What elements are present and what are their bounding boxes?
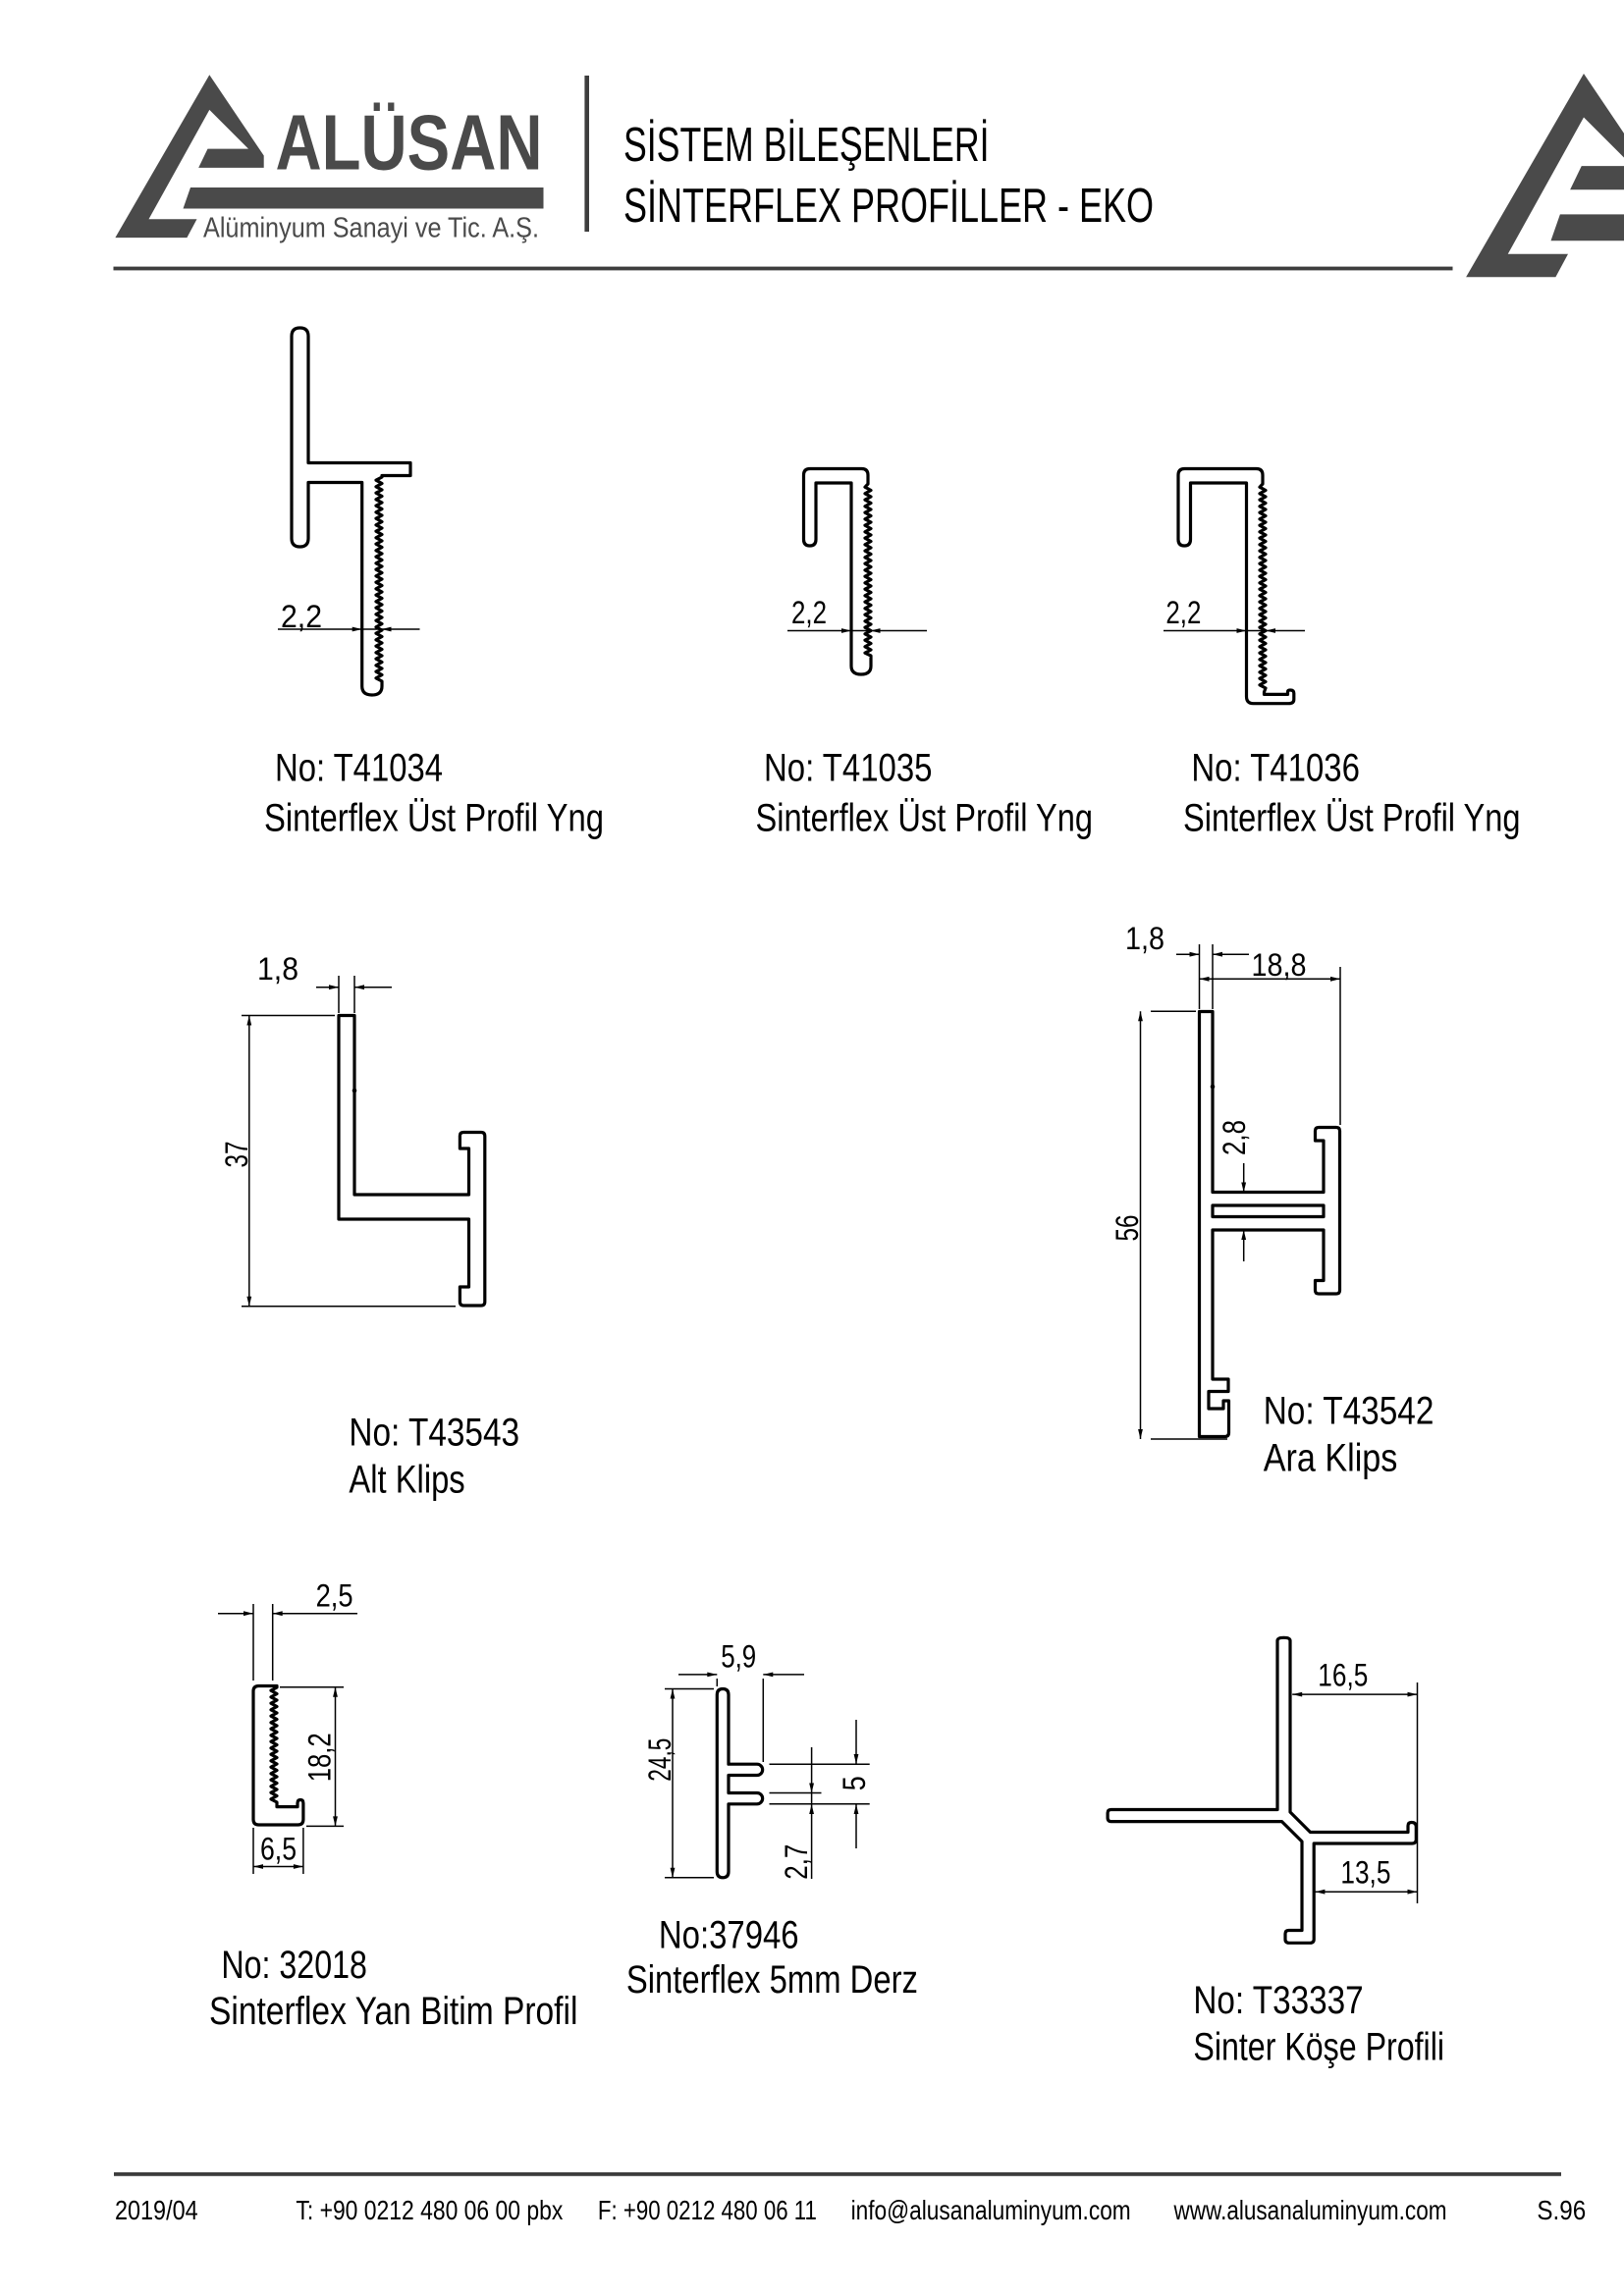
svg-text:5: 5 <box>837 1776 872 1790</box>
svg-text:No: T43542: No: T43542 <box>1264 1389 1435 1432</box>
svg-text:2,7: 2,7 <box>779 1844 814 1880</box>
svg-text:18,8: 18,8 <box>1252 947 1307 983</box>
svg-text:2,2: 2,2 <box>281 599 322 634</box>
svg-text:No: T41035: No: T41035 <box>764 747 933 790</box>
svg-text:1,8: 1,8 <box>257 951 298 987</box>
svg-text:F: +90 0212 480 06 11: F: +90 0212 480 06 11 <box>598 2195 817 2225</box>
svg-text:5,9: 5,9 <box>721 1639 756 1675</box>
svg-text:6,5: 6,5 <box>260 1831 297 1866</box>
svg-text:2,2: 2,2 <box>1165 595 1201 630</box>
svg-text:2,8: 2,8 <box>1217 1120 1252 1155</box>
svg-text:16,5: 16,5 <box>1318 1657 1368 1692</box>
svg-text:Sinter Köşe Profili: Sinter Köşe Profili <box>1193 2026 1444 2069</box>
svg-text:13,5: 13,5 <box>1340 1855 1390 1891</box>
svg-text:Alüminyum Sanayi ve Tic. A.Ş.: Alüminyum Sanayi ve Tic. A.Ş. <box>203 213 539 244</box>
svg-text:No: T43543: No: T43543 <box>349 1412 519 1455</box>
svg-text:Alt Klips: Alt Klips <box>349 1459 464 1502</box>
svg-text:ALÜSAN: ALÜSAN <box>276 99 543 187</box>
svg-text:No: T33337: No: T33337 <box>1193 1979 1363 2022</box>
svg-text:2019/04: 2019/04 <box>115 2195 198 2225</box>
svg-text:1,8: 1,8 <box>1125 921 1164 956</box>
svg-text:No: T41036: No: T41036 <box>1191 747 1360 790</box>
svg-text:Sinterflex Üst Profil Yng: Sinterflex Üst Profil Yng <box>756 797 1094 840</box>
svg-text:Sinterflex Yan Bitim Profil: Sinterflex Yan Bitim Profil <box>209 1990 577 2033</box>
svg-text:Sinterflex Üst Profil Yng: Sinterflex Üst Profil Yng <box>1183 797 1521 840</box>
svg-text:www.alusanaluminyum.com: www.alusanaluminyum.com <box>1173 2195 1447 2225</box>
svg-text:18,2: 18,2 <box>302 1733 338 1782</box>
svg-text:No: 32018: No: 32018 <box>221 1944 367 1987</box>
svg-text:2,5: 2,5 <box>316 1578 353 1614</box>
svg-text:S.96: S.96 <box>1537 2195 1586 2225</box>
svg-text:No:37946: No:37946 <box>659 1913 799 1956</box>
svg-text:Sinterflex 5mm Derz: Sinterflex 5mm Derz <box>626 1958 918 2002</box>
svg-text:37: 37 <box>219 1142 254 1168</box>
svg-text:2,2: 2,2 <box>791 595 827 630</box>
svg-text:56: 56 <box>1110 1215 1145 1242</box>
svg-text:Sinterflex Üst Profil Yng: Sinterflex Üst Profil Yng <box>264 797 604 840</box>
svg-text:info@alusanaluminyum.com: info@alusanaluminyum.com <box>851 2195 1131 2225</box>
svg-text:SİNTERFLEX PROFİLLER - EKO: SİNTERFLEX PROFİLLER - EKO <box>623 179 1154 233</box>
svg-text:Ara Klips: Ara Klips <box>1264 1436 1398 1479</box>
svg-text:T: +90 0212 480 06 00 pbx: T: +90 0212 480 06 00 pbx <box>296 2195 563 2225</box>
svg-text:SİSTEM BİLEŞENLERİ: SİSTEM BİLEŞENLERİ <box>623 118 990 172</box>
svg-text:No: T41034: No: T41034 <box>275 747 443 790</box>
svg-text:24,5: 24,5 <box>642 1738 677 1782</box>
